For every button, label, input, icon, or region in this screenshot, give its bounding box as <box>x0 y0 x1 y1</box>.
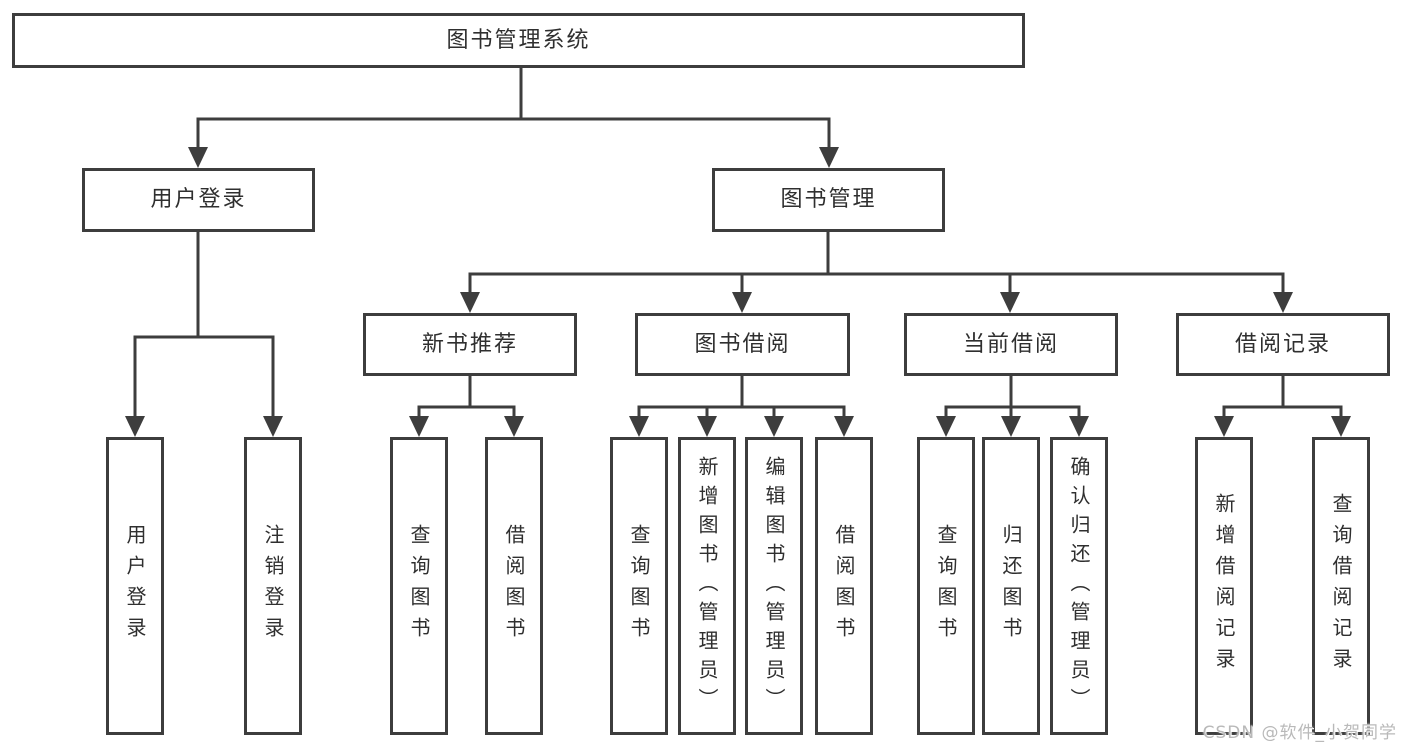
arrow-down-icon <box>1000 292 1020 313</box>
arrow-down-icon <box>504 416 524 437</box>
csdn-watermark: CSDN @软件_小贺同学 <box>1202 723 1397 743</box>
node-label: 新增图书（管理员） <box>695 455 719 717</box>
node-label: 图书借阅 <box>694 331 791 357</box>
node-new-book-recommend: 新书推荐 <box>363 313 577 376</box>
leaf-borrow-books: 借阅图书 <box>815 437 873 735</box>
arrow-down-icon <box>834 416 854 437</box>
arrow-down-icon <box>1331 416 1351 437</box>
node-book-management: 图书管理 <box>712 168 945 232</box>
arrow-down-icon <box>764 416 784 437</box>
arrow-down-icon <box>263 416 283 437</box>
leaf-borrow-books-recommend: 借阅图书 <box>485 437 543 735</box>
leaf-query-books-current: 查询图书 <box>917 437 975 735</box>
node-label: 图书管理 <box>780 187 877 212</box>
node-user-login: 用户登录 <box>82 168 315 232</box>
arrow-down-icon <box>1214 416 1234 437</box>
leaf-add-borrow-record: 新增借阅记录 <box>1195 437 1253 735</box>
node-borrow-records: 借阅记录 <box>1176 313 1390 376</box>
leaf-logout: 注销登录 <box>244 437 302 735</box>
arrow-down-icon <box>1001 416 1021 437</box>
node-book-borrow: 图书借阅 <box>635 313 850 376</box>
leaf-confirm-return-admin: 确认归还（管理员） <box>1050 437 1108 735</box>
arrow-down-icon <box>460 292 480 313</box>
arrow-down-icon <box>125 416 145 437</box>
node-label: 用户登录 <box>123 524 147 648</box>
node-label: 归还图书 <box>999 524 1023 648</box>
leaf-edit-book-admin: 编辑图书（管理员） <box>745 437 803 735</box>
arrow-down-icon <box>409 416 429 437</box>
node-label: 新书推荐 <box>421 331 518 357</box>
connector-user-login <box>133 230 275 423</box>
node-label: 新增借阅记录 <box>1212 493 1236 679</box>
connector-book-borrow <box>637 374 846 423</box>
arrow-down-icon <box>629 416 649 437</box>
leaf-add-book-admin: 新增图书（管理员） <box>678 437 736 735</box>
node-library-management-system: 图书管理系统 <box>12 13 1025 68</box>
connector-book-management <box>468 230 1285 299</box>
node-label: 借阅记录 <box>1234 331 1331 357</box>
connector-root <box>196 66 831 154</box>
connector-borrow-records <box>1222 374 1343 423</box>
leaf-query-books-borrow: 查询图书 <box>610 437 668 735</box>
arrow-down-icon <box>1273 292 1293 313</box>
node-label: 借阅图书 <box>832 524 856 648</box>
node-label: 用户登录 <box>150 187 247 212</box>
arrow-down-icon <box>188 147 208 168</box>
node-label: 查询图书 <box>934 524 958 648</box>
node-label: 借阅图书 <box>502 524 526 648</box>
node-label: 查询图书 <box>407 524 431 648</box>
arrow-down-icon <box>732 292 752 313</box>
node-label: 查询图书 <box>627 524 651 648</box>
connector-new-book-recommend <box>417 374 516 423</box>
node-label: 图书管理系统 <box>446 27 591 53</box>
node-label: 当前借阅 <box>962 331 1059 357</box>
node-label: 编辑图书（管理员） <box>762 455 786 717</box>
connector-current-borrow <box>944 374 1081 423</box>
arrow-down-icon <box>819 147 839 168</box>
arrow-down-icon <box>1069 416 1089 437</box>
arrow-down-icon <box>697 416 717 437</box>
node-label: 注销登录 <box>261 524 285 648</box>
node-current-borrow: 当前借阅 <box>904 313 1118 376</box>
node-label: 确认归还（管理员） <box>1067 455 1091 717</box>
leaf-user-login: 用户登录 <box>106 437 164 735</box>
arrow-down-icon <box>936 416 956 437</box>
leaf-query-borrow-record: 查询借阅记录 <box>1312 437 1370 735</box>
leaf-query-books-recommend: 查询图书 <box>390 437 448 735</box>
leaf-return-book: 归还图书 <box>982 437 1040 735</box>
node-label: 查询借阅记录 <box>1329 493 1353 679</box>
